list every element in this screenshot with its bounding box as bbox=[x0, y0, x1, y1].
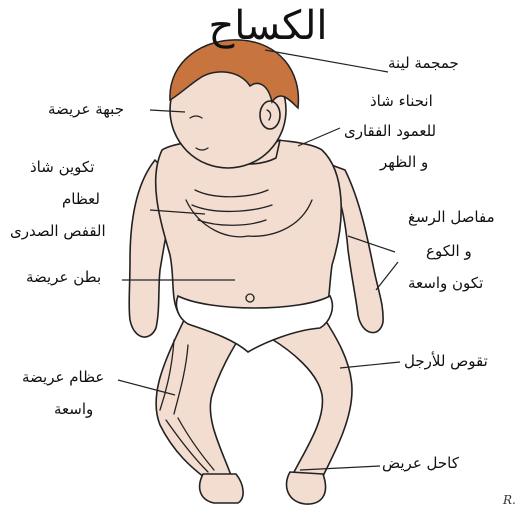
label-wrist-2: و الكوع bbox=[426, 244, 472, 259]
artist-signature: R. bbox=[503, 494, 516, 506]
label-spine-1: انحناء شاذ bbox=[370, 94, 433, 109]
right-leg bbox=[156, 318, 238, 478]
label-ribs-3: القفص الصدرى bbox=[10, 224, 106, 239]
right-foot bbox=[200, 474, 243, 503]
label-spine-3: و الظهر bbox=[380, 155, 428, 170]
label-ribs-2: لعظام bbox=[62, 192, 100, 207]
label-spine-2: للعمود الفقارى bbox=[344, 124, 436, 139]
pointer-wrist-2 bbox=[376, 262, 398, 290]
label-ribs-1: تكوين شاذ bbox=[30, 160, 94, 175]
label-wrist-3: تكون واسعة bbox=[408, 276, 483, 291]
label-belly: بطن عريضة bbox=[26, 270, 101, 285]
left-foot bbox=[286, 472, 325, 504]
label-ankle: كاحل عريض bbox=[382, 456, 459, 471]
label-wrist-1: مفاصل الرسغ bbox=[408, 210, 495, 225]
torso bbox=[156, 139, 342, 324]
label-soft-skull: جمجمة لينة bbox=[388, 56, 459, 71]
label-bones-1: عظام عريضة bbox=[22, 370, 104, 385]
label-bones-2: واسعة bbox=[54, 402, 93, 417]
pointer-spine bbox=[298, 128, 340, 146]
pointer-legs bbox=[340, 362, 400, 368]
label-legs: تقوص للأرجل bbox=[404, 354, 488, 369]
left-leg bbox=[270, 315, 352, 478]
diagram-title: الكساح bbox=[178, 6, 358, 46]
label-wide-forehead: جبهة عريضة bbox=[48, 102, 124, 117]
